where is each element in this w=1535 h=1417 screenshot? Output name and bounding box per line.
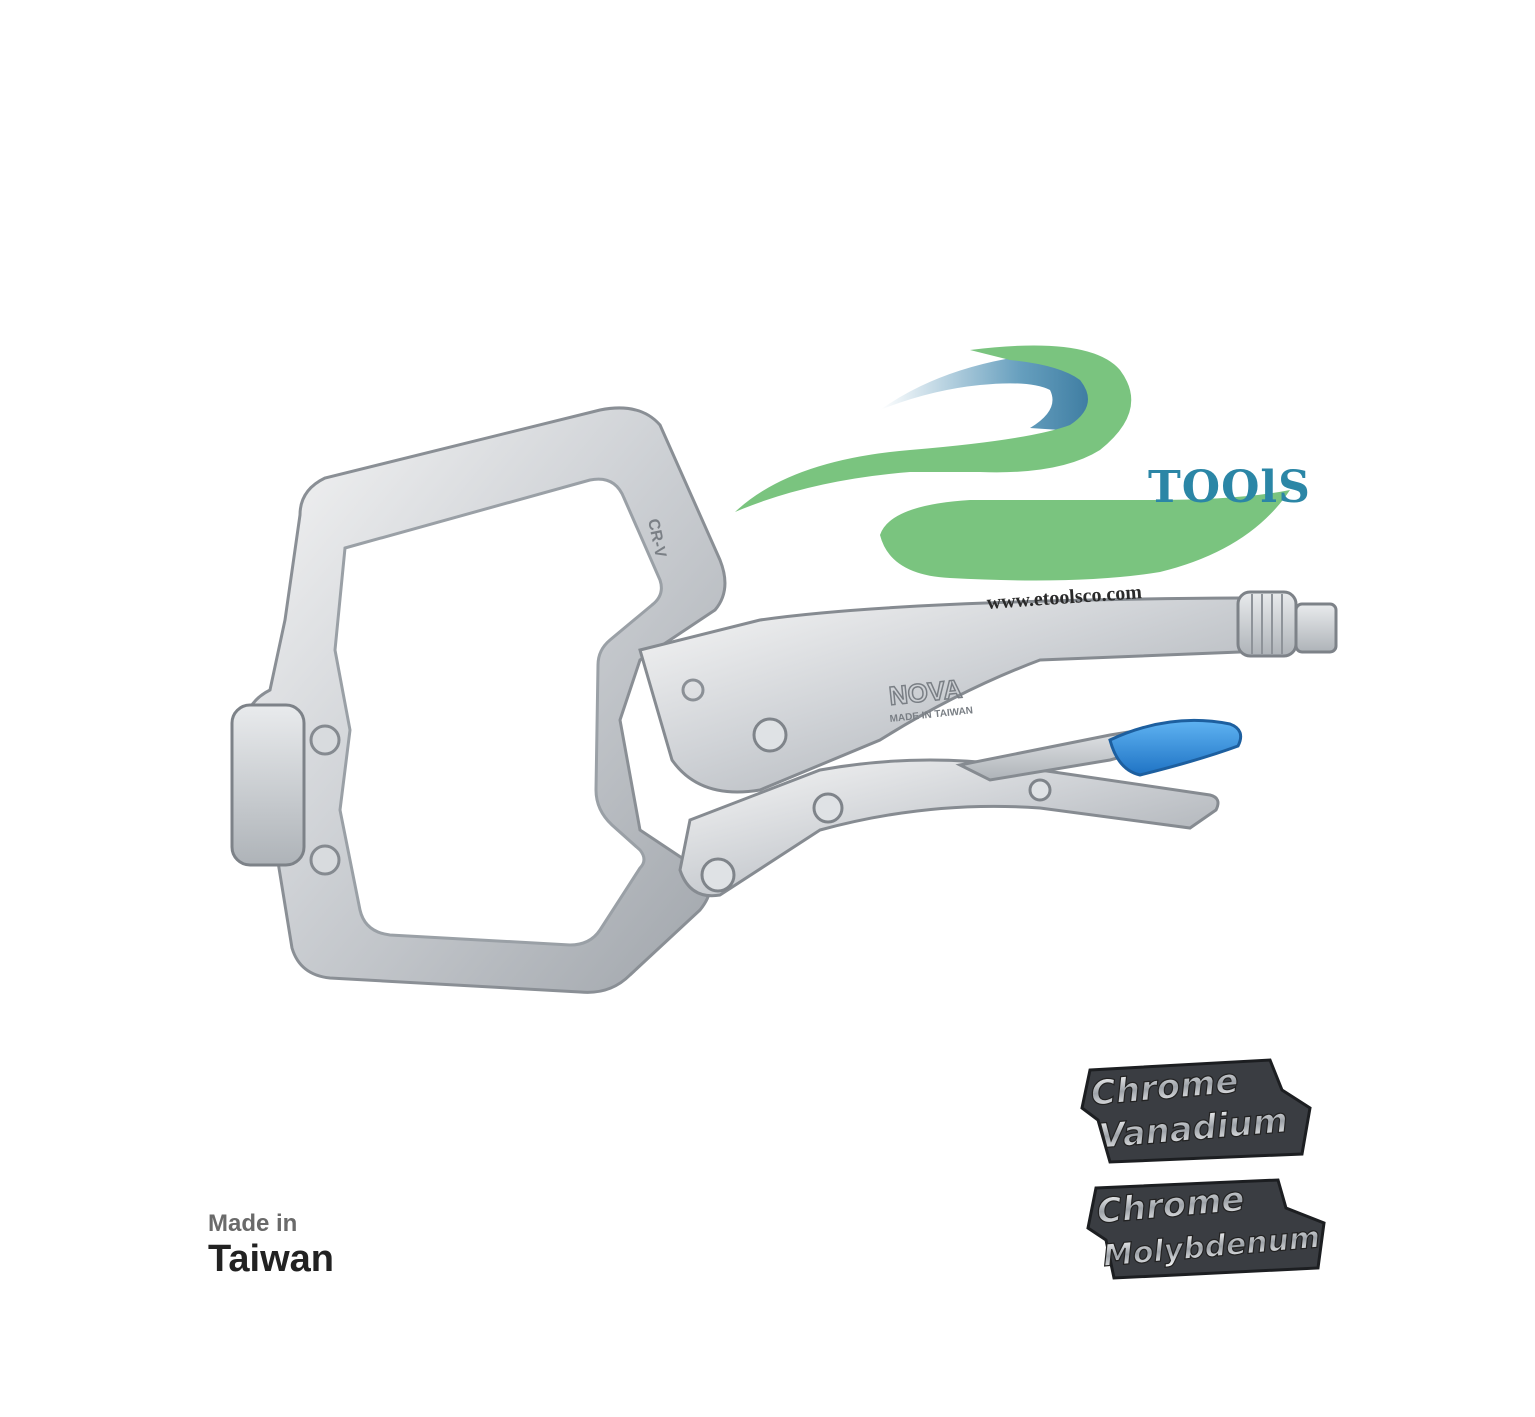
adjust-screw <box>1236 590 1298 658</box>
logo-green-lower <box>880 490 1290 581</box>
chrome-vanadium-badge: Chrome Vanadium <box>1080 1058 1312 1164</box>
brand-logo-graphic <box>735 345 1290 581</box>
logo-blue-swoosh <box>880 351 1116 432</box>
swivel-pad <box>230 703 306 867</box>
made-in-text: Made in <box>208 1210 298 1237</box>
logo-green-swoosh <box>735 345 1132 512</box>
c-frame-inner <box>333 477 663 947</box>
country-text: Taiwan <box>208 1238 334 1280</box>
blue-grip <box>1108 718 1243 777</box>
lower-handle <box>678 758 1220 898</box>
made-in-label: Made in Taiwan <box>208 1210 334 1280</box>
brand-name: TOOlS <box>1148 462 1311 513</box>
tool-stamp-brand: NOVA <box>887 673 963 711</box>
chrome-molybdenum-badge: Chrome Molybdenum <box>1086 1178 1326 1280</box>
